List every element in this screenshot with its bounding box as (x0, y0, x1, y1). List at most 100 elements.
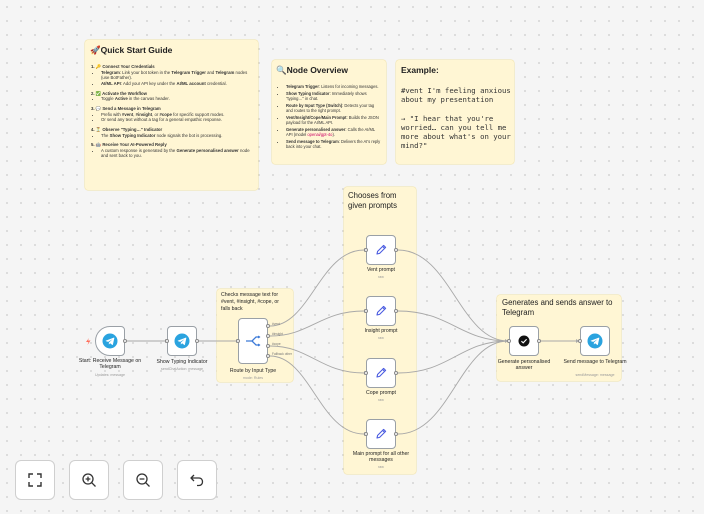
cope-sub: raw (378, 398, 384, 402)
port-insight-out[interactable] (394, 309, 398, 313)
trigger-label: Start: Receive Message on Telegram (78, 358, 142, 371)
edge-route-vent (269, 249, 365, 327)
ai-model-icon (518, 335, 530, 347)
port-insight-in[interactable] (364, 309, 368, 313)
route-sub: mode: Rules (242, 376, 264, 380)
trigger-bolt-icon (86, 338, 91, 345)
port-generate-out[interactable] (537, 339, 541, 343)
cope-label: Cope prompt (366, 390, 396, 396)
zoom-in-button[interactable] (69, 460, 109, 500)
zoom-out-button[interactable] (123, 460, 163, 500)
quick-start-step-title: 3. 💬 Send a Message in Telegram (91, 105, 161, 111)
telegram-icon (587, 333, 603, 349)
trigger-sub: Updates: message (95, 373, 125, 377)
switch-output-1: #vent (272, 322, 280, 326)
node-cope-prompt[interactable] (366, 358, 396, 388)
edge-main-generate (397, 340, 509, 435)
port-route-out-1[interactable] (266, 324, 270, 328)
quick-start-step-title: 5. 🤖 Receive Your AI-Powered Reply (91, 142, 167, 148)
send-label: Send message to Telegram (563, 359, 627, 365)
port-main-in[interactable] (364, 432, 368, 436)
zoom-in-icon (82, 473, 96, 487)
switch-route-icon (246, 335, 261, 347)
fit-view-button[interactable] (15, 460, 55, 500)
quick-start-step: 3. 💬 Send a Message in TelegramPrefix wi… (91, 106, 255, 123)
node-overview-item: Generate personalised answer: Calls the … (286, 127, 382, 138)
port-generate-in[interactable] (507, 339, 511, 343)
node-overview-item: Show Typing Indicator: Immediately shows… (286, 91, 382, 102)
port-vent-out[interactable] (394, 248, 398, 252)
port-route-out-4[interactable] (266, 354, 270, 358)
node-overview-item: Route by Input Type (Switch): Detects yo… (286, 103, 382, 114)
example-title: Example: (401, 65, 439, 75)
switch-output-4: Fallback other (272, 352, 293, 356)
generate-label: Generate personalised answer (497, 359, 551, 372)
zoom-out-icon (136, 473, 150, 487)
quick-start-bullet: Toggle Active in the canvas header. (101, 96, 255, 102)
edge-vent-generate (397, 249, 509, 342)
route-label: Route by Input Type (229, 368, 277, 374)
edge-cope-generate (397, 340, 509, 374)
port-route-in[interactable] (236, 339, 240, 343)
node-telegram-trigger[interactable] (95, 326, 125, 356)
quick-start-step: 5. 🤖 Receive Your AI-Powered ReplyA cust… (91, 142, 255, 159)
pencil-icon (376, 305, 387, 316)
quick-start-title: 🚀Quick Start Guide (90, 45, 173, 55)
quick-start-bullet: AI/ML API: Add your API key under the AI… (101, 81, 255, 87)
undo-button[interactable] (177, 460, 217, 500)
quick-start-bullet: A custom response is generated by the Ge… (101, 148, 255, 159)
port-cope-in[interactable] (364, 371, 368, 375)
quick-start-bullet: The Show Typing Indicator node signals t… (101, 133, 255, 139)
telegram-icon (174, 333, 190, 349)
quick-start-note[interactable]: 🚀Quick Start Guide 1. 🔑 Connect Your Cre… (85, 40, 258, 190)
port-route-out-3[interactable] (266, 344, 270, 348)
node-generate-answer[interactable] (509, 326, 539, 356)
edge-insight-generate (397, 310, 509, 342)
node-route-switch[interactable] (238, 318, 268, 364)
typing-sub: sendChatAction: message (161, 367, 203, 371)
port-vent-in[interactable] (364, 248, 368, 252)
node-overview-note[interactable]: 🔍Node Overview Telegram Trigger: Listens… (272, 60, 386, 164)
vent-label: Vent prompt (367, 267, 395, 273)
port-typing-out[interactable] (195, 339, 199, 343)
node-vent-prompt[interactable] (366, 235, 396, 265)
example-note[interactable]: Example: #vent I'm feeling anxious about… (396, 60, 514, 164)
pencil-icon (376, 244, 387, 255)
node-overview-item: Telegram Trigger: Listens for incoming m… (286, 84, 382, 89)
generate-group-title: Generates and sends answer to Telegram (502, 298, 613, 317)
insight-label: Insight prompt (364, 328, 398, 334)
node-overview-item: Send message to Telegram: Delivers the A… (286, 139, 382, 150)
quick-start-step: 2. ✅ Activate the WorkflowToggle Active … (91, 91, 255, 102)
quick-start-bullet: Prefix with #vent, #insight, or #cope fo… (101, 112, 255, 118)
node-overview-list: Telegram Trigger: Listens for incoming m… (278, 84, 382, 151)
insight-sub: raw (378, 336, 384, 340)
telegram-icon (102, 333, 118, 349)
quick-start-bullet: Or send any text without a tag for a gen… (101, 117, 255, 123)
quick-start-bullet: Telegram: Link your bot token in the Tel… (101, 70, 255, 81)
main-label: Main prompt for all other messages (352, 451, 410, 464)
port-cope-out[interactable] (394, 371, 398, 375)
pencil-icon (376, 428, 387, 439)
fit-view-icon (28, 473, 42, 487)
route-group-title: Checks message text for #vent, #insight,… (221, 292, 279, 312)
quick-start-step: 1. 🔑 Connect Your CredentialsTelegram: L… (91, 64, 255, 86)
node-show-typing[interactable] (167, 326, 197, 356)
main-sub: raw (378, 465, 384, 469)
port-trigger-out[interactable] (123, 339, 127, 343)
example-text: #vent I'm feeling anxious about my prese… (401, 86, 511, 151)
port-typing-in[interactable] (165, 339, 169, 343)
quick-start-step-title: 4. ⏳ Observe "Typing…" Indicator (91, 126, 163, 132)
port-send-in[interactable] (578, 339, 582, 343)
node-main-prompt[interactable] (366, 419, 396, 449)
port-main-out[interactable] (394, 432, 398, 436)
node-overview-item: Vent/Insight/Cope/Main Prompt: Builds th… (286, 115, 382, 126)
edge-route-insight (269, 310, 365, 337)
port-route-out-2[interactable] (266, 334, 270, 338)
node-send-telegram[interactable] (580, 326, 610, 356)
quick-start-step: 4. ⏳ Observe "Typing…" IndicatorThe Show… (91, 127, 255, 138)
node-insight-prompt[interactable] (366, 296, 396, 326)
edge-route-cope (269, 345, 365, 374)
node-overview-title: 🔍Node Overview (276, 65, 348, 75)
switch-output-3: #cope (272, 342, 281, 346)
quick-start-steps: 1. 🔑 Connect Your CredentialsTelegram: L… (91, 64, 255, 163)
